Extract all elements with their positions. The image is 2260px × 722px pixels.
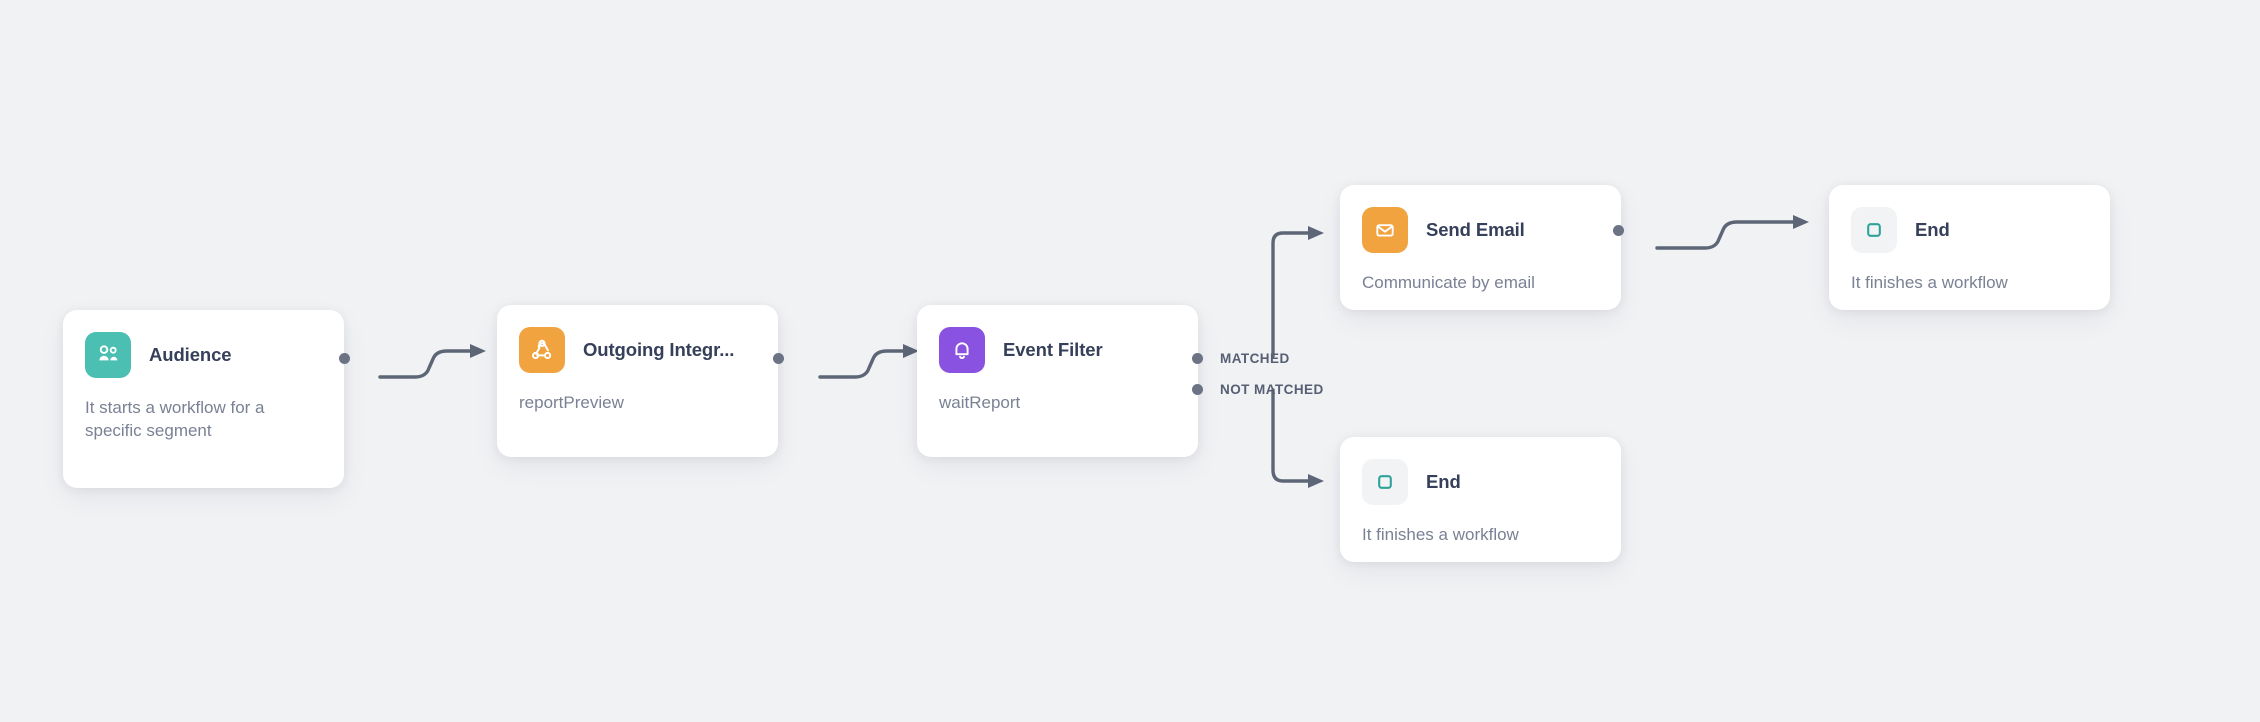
port-audience-out[interactable] (339, 353, 350, 364)
node-audience[interactable]: Audience It starts a workflow for a spec… (63, 310, 344, 488)
edge-audience-to-outgoing (378, 344, 486, 379)
edge-matched-to-send-email (1271, 226, 1324, 358)
node-title: Send Email (1426, 219, 1525, 240)
port-event-filter-not-matched[interactable] (1192, 384, 1203, 395)
node-description: Communicate by email (1362, 273, 1535, 292)
node-send-email[interactable]: Send Email Communicate by email (1340, 185, 1621, 310)
node-header: End (1851, 207, 2086, 253)
node-title: Event Filter (1003, 339, 1103, 360)
webhook-icon (519, 327, 565, 373)
node-description: It starts a workflow for a specific segm… (85, 398, 265, 441)
node-header: Event Filter (939, 327, 1174, 373)
node-description: waitReport (939, 393, 1021, 412)
node-title: End (1426, 471, 1461, 492)
node-description: reportPreview (519, 393, 624, 412)
bell-icon (939, 327, 985, 373)
node-title: End (1915, 219, 1950, 240)
node-title: Outgoing Integr... (583, 339, 735, 360)
node-description: It finishes a workflow (1851, 273, 2008, 292)
edge-not-matched-to-end (1271, 388, 1324, 488)
edge-send-email-to-end (1655, 215, 1809, 250)
node-header: Send Email (1362, 207, 1597, 253)
node-header: End (1362, 459, 1597, 505)
node-end-top[interactable]: End It finishes a workflow (1829, 185, 2110, 310)
stop-square-icon (1362, 459, 1408, 505)
node-event-filter[interactable]: Event Filter waitReport (917, 305, 1198, 457)
port-outgoing-out[interactable] (773, 353, 784, 364)
port-event-filter-matched[interactable] (1192, 353, 1203, 364)
branch-label-matched: MATCHED (1220, 351, 1290, 366)
node-title: Audience (149, 344, 232, 365)
edge-outgoing-to-eventfilter (818, 344, 919, 379)
node-header: Audience (85, 332, 320, 378)
users-icon (85, 332, 131, 378)
branch-label-not-matched: NOT MATCHED (1220, 382, 1324, 397)
envelope-icon (1362, 207, 1408, 253)
port-send-email-out[interactable] (1613, 225, 1624, 236)
node-outgoing-integration[interactable]: Outgoing Integr... reportPreview (497, 305, 778, 457)
node-header: Outgoing Integr... (519, 327, 754, 373)
node-description: It finishes a workflow (1362, 525, 1519, 544)
stop-square-icon (1851, 207, 1897, 253)
node-end-bottom[interactable]: End It finishes a workflow (1340, 437, 1621, 562)
